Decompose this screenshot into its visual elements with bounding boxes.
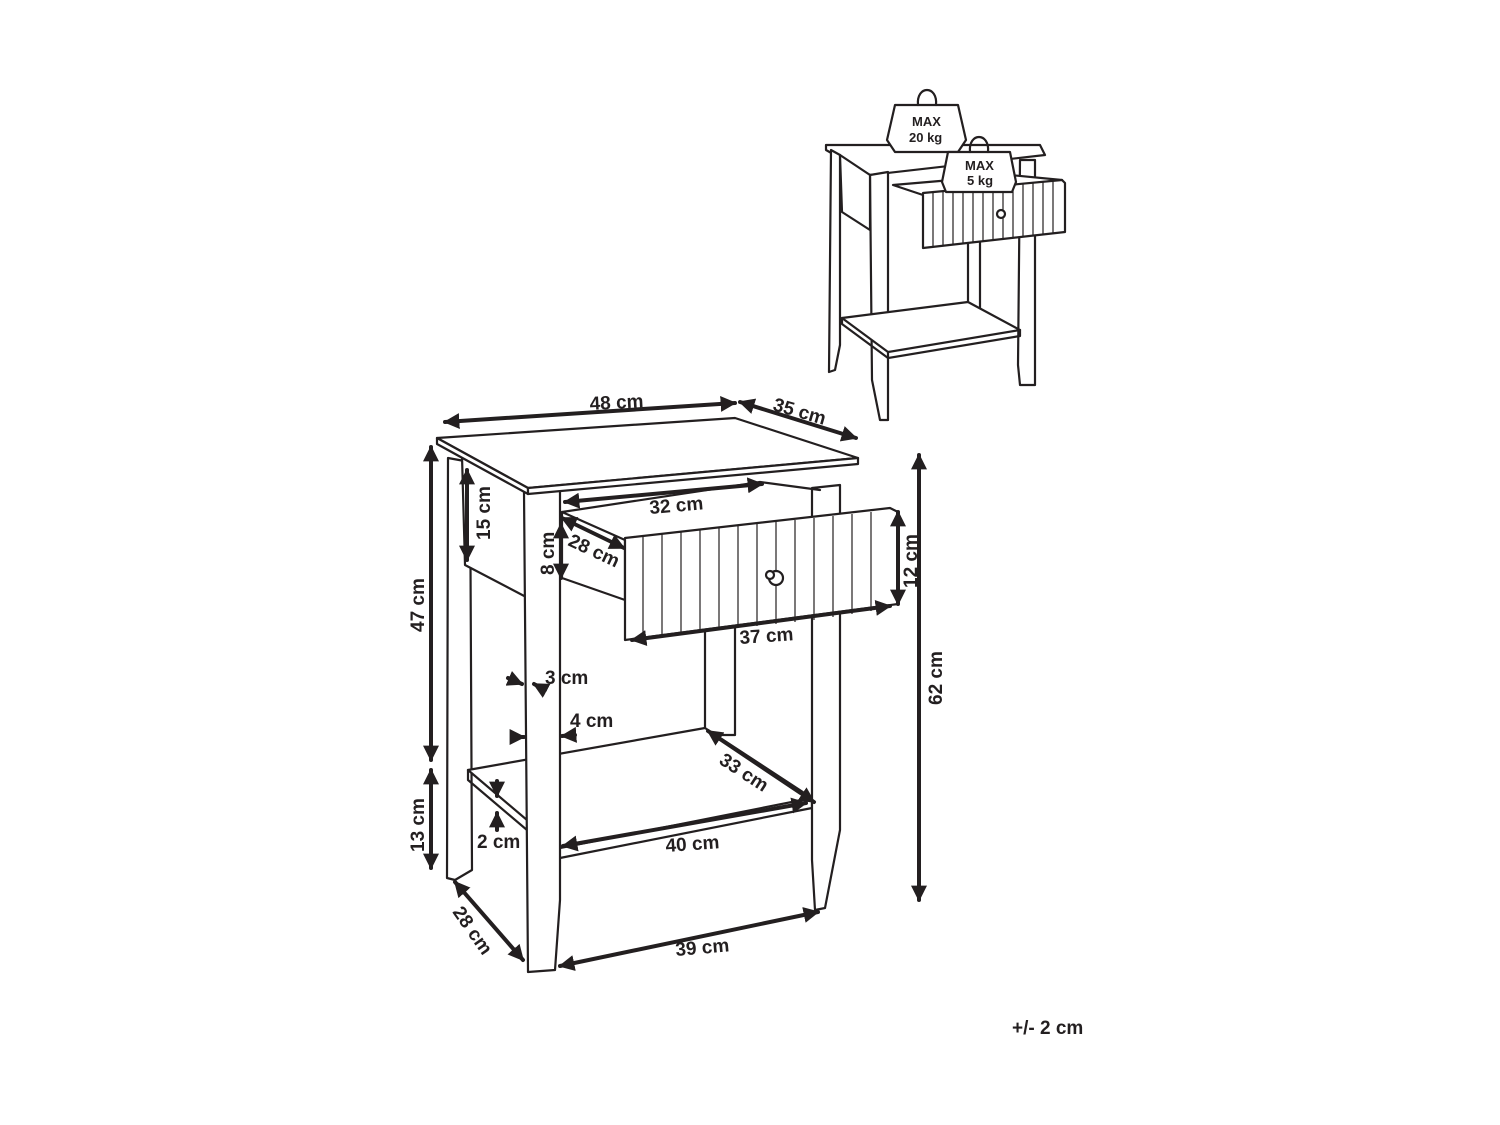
- label-apron-height: 15 cm: [474, 486, 495, 540]
- label-depth-top: 35 cm: [771, 395, 829, 430]
- label-leg-thickness: 3 cm: [545, 668, 588, 689]
- weight-drawer-max-value: 5 kg: [967, 173, 993, 188]
- weight-top-max-value: 20 kg: [909, 130, 942, 145]
- weight-drawer-max-label: MAX: [965, 158, 994, 173]
- weight-limit-sketch: MAX 20 kg MAX 5 kg: [824, 88, 1067, 422]
- label-shelf-thickness: 2 cm: [477, 832, 520, 853]
- label-base-depth: 28 cm: [448, 903, 496, 959]
- label-drawer-front-width: 37 cm: [739, 624, 794, 649]
- label-total-height: 62 cm: [926, 651, 947, 705]
- label-upper-height: 47 cm: [408, 578, 429, 632]
- label-width-top: 48 cm: [589, 391, 644, 415]
- weight-top-max-label: MAX: [912, 114, 941, 129]
- dimension-lines: [423, 395, 927, 971]
- label-base-width: 39 cm: [675, 935, 731, 961]
- tolerance-note: +/- 2 cm: [1012, 1018, 1084, 1039]
- label-drawer-inner-width: 32 cm: [649, 493, 705, 519]
- label-drawer-front-height: 12 cm: [901, 534, 922, 588]
- label-lower-height: 13 cm: [408, 798, 429, 852]
- label-leg-width: 4 cm: [570, 711, 613, 732]
- label-drawer-inner-height: 8 cm: [538, 532, 559, 575]
- label-shelf-width: 40 cm: [665, 832, 720, 857]
